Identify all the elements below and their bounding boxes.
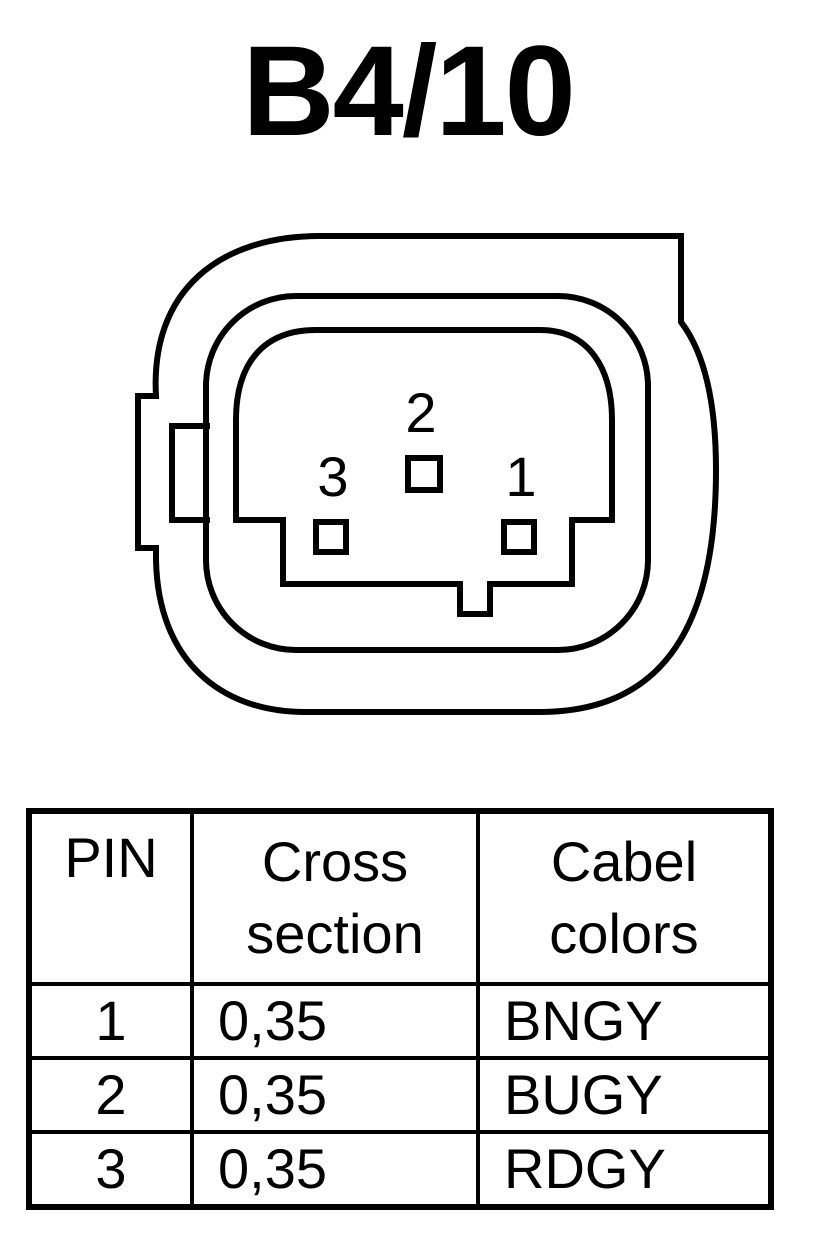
pin-3-label: 3 bbox=[317, 445, 348, 508]
table-header-row: PIN Cross section Cabel colors bbox=[27, 809, 773, 986]
header-cross-section: Cross section bbox=[190, 809, 480, 986]
pin-2-terminal bbox=[405, 455, 443, 493]
table-row: 2 0,35 BUGY bbox=[27, 1056, 773, 1134]
cell-cable-color: BUGY bbox=[476, 1056, 773, 1134]
header-cross-line2: section bbox=[246, 902, 424, 965]
cell-cross-section: 0,35 bbox=[190, 982, 480, 1060]
header-color-line2: colors bbox=[549, 902, 699, 965]
table-row: 1 0,35 BNGY bbox=[27, 982, 773, 1060]
header-pin: PIN bbox=[27, 809, 194, 986]
connector-face-diagram: 2 3 1 bbox=[135, 233, 720, 715]
pin-1-terminal bbox=[501, 519, 537, 555]
header-cable-colors: Cabel colors bbox=[476, 809, 773, 986]
cell-cross-section: 0,35 bbox=[190, 1056, 480, 1134]
header-color-line1: Cabel bbox=[550, 830, 698, 893]
connector-outer-housing bbox=[135, 233, 720, 715]
connector-title: B4/10 bbox=[242, 20, 576, 163]
pin-assignment-table: PIN Cross section Cabel colors 1 0,35 BN… bbox=[26, 808, 774, 1210]
cell-pin: 1 bbox=[27, 982, 194, 1060]
cell-pin: 2 bbox=[27, 1056, 194, 1134]
cell-cable-color: RDGY bbox=[476, 1130, 773, 1209]
pin-1-label: 1 bbox=[505, 445, 536, 508]
cell-cable-color: BNGY bbox=[476, 982, 773, 1060]
header-cross-line1: Cross bbox=[261, 830, 409, 893]
connector-latch bbox=[169, 423, 210, 523]
header-pin-label: PIN bbox=[64, 826, 158, 889]
table-row: 3 0,35 RDGY bbox=[27, 1130, 773, 1209]
pin-3-terminal bbox=[313, 519, 349, 555]
pin-2-label: 2 bbox=[405, 381, 436, 444]
cell-pin: 3 bbox=[27, 1130, 194, 1209]
cell-cross-section: 0,35 bbox=[190, 1130, 480, 1209]
connector-inner-seal bbox=[203, 293, 651, 653]
connector-terminal-cavity bbox=[233, 327, 615, 617]
